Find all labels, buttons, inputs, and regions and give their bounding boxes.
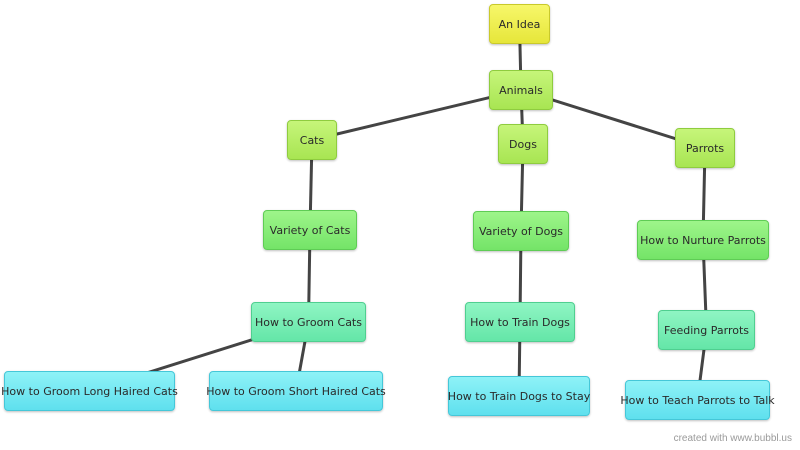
node-feeding-parrots[interactable]: Feeding Parrots [658, 310, 755, 350]
node-label: Variety of Cats [269, 223, 351, 237]
node-how-to-train-dogs[interactable]: How to Train Dogs [465, 302, 575, 342]
node-how-to-teach-parrots-to-talk[interactable]: How to Teach Parrots to Talk [620, 380, 775, 420]
credit-text[interactable]: created with www.bubbl.us [673, 433, 792, 444]
node-parrots[interactable]: Parrots [675, 128, 735, 168]
node-label: An Idea [498, 17, 541, 31]
node-label: How to Groom Cats [255, 315, 362, 329]
node-how-to-groom-long-haired-cats[interactable]: How to Groom Long Haired Cats [1, 371, 178, 411]
link-animals-to-cats [310, 88, 523, 142]
node-how-to-groom-cats[interactable]: How to Groom Cats [251, 302, 366, 342]
node-label: Parrots [685, 141, 725, 155]
node-animals[interactable]: Animals [489, 70, 553, 110]
node-variety-of-dogs[interactable]: Variety of Dogs [473, 211, 569, 251]
node-how-to-nurture-parrots[interactable]: How to Nurture Parrots [637, 220, 769, 260]
node-label: How to Nurture Parrots [640, 233, 766, 247]
node-label: Dogs [509, 137, 537, 151]
node-cats[interactable]: Cats [287, 120, 337, 160]
node-label: How to Teach Parrots to Talk [620, 393, 775, 407]
node-label: Variety of Dogs [478, 224, 564, 238]
node-label: Animals [499, 83, 543, 97]
node-label: How to Train Dogs to Stay [447, 389, 591, 403]
node-dogs[interactable]: Dogs [498, 124, 548, 164]
node-label: Feeding Parrots [663, 323, 749, 337]
node-label: How to Groom Short Haired Cats [206, 384, 386, 398]
node-label: How to Train Dogs [470, 315, 570, 329]
node-an-idea[interactable]: An Idea [489, 4, 550, 44]
node-variety-of-cats[interactable]: Variety of Cats [263, 210, 357, 250]
node-how-to-groom-short-haired-cats[interactable]: How to Groom Short Haired Cats [206, 371, 386, 411]
node-how-to-train-dogs-to-stay[interactable]: How to Train Dogs to Stay [448, 376, 590, 416]
node-label: Cats [299, 133, 325, 147]
node-label: How to Groom Long Haired Cats [1, 384, 178, 398]
